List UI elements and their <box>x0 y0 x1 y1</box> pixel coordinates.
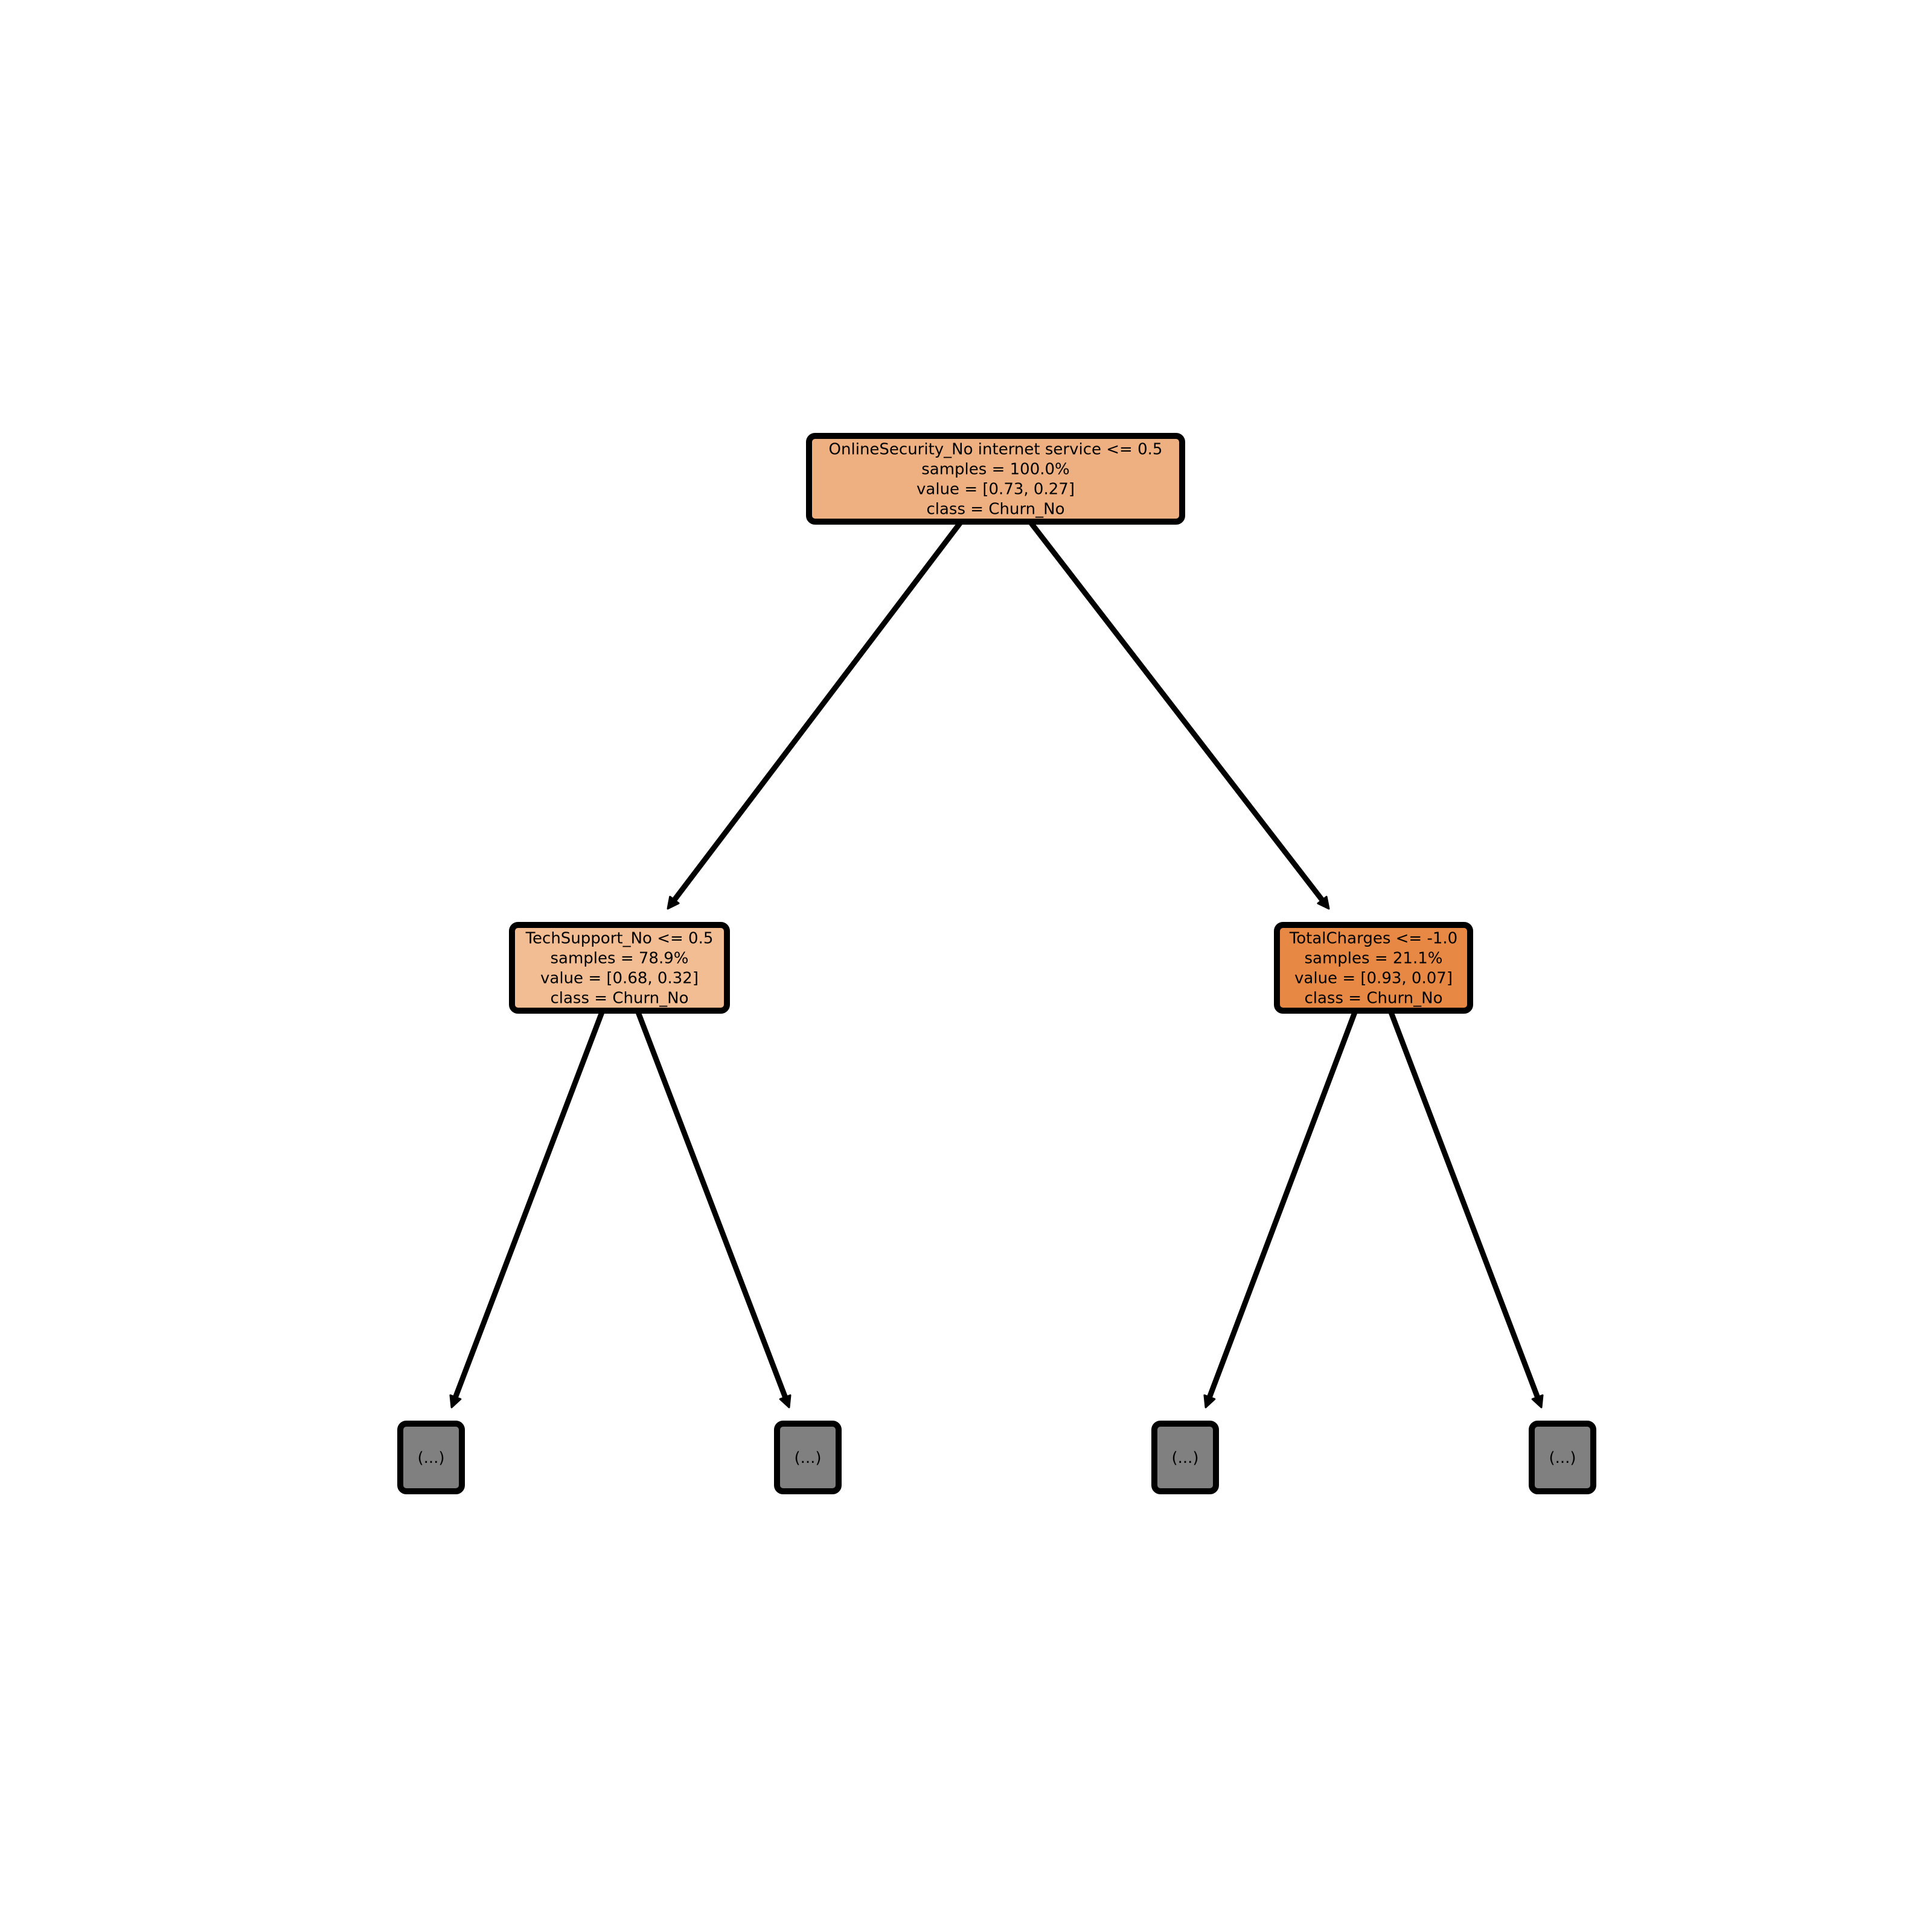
edge-right-to-rr <box>1387 1008 1542 1404</box>
tree-node-rl: (...) <box>1151 1421 1219 1494</box>
tree-node-root: OnlineSecurity_No internet service <= 0.… <box>806 433 1185 525</box>
edge-right-to-rl <box>1205 1008 1358 1404</box>
node-box <box>1274 922 1473 1014</box>
node-box <box>509 922 730 1014</box>
node-box <box>1529 1421 1596 1494</box>
node-label-line: class = Churn_No <box>926 501 1064 519</box>
node-label-line: OnlineSecurity_No internet service <= 0.… <box>829 441 1163 459</box>
arrowhead-lr <box>779 1394 792 1409</box>
tree-node-lr: (...) <box>774 1421 842 1494</box>
node-label-line: value = [0.68, 0.32] <box>540 970 699 988</box>
node-label-line: (...) <box>794 1449 821 1467</box>
node-label-line: class = Churn_No <box>550 990 688 1008</box>
node-label-line: (...) <box>1549 1449 1576 1467</box>
node-box <box>806 433 1185 525</box>
edge-left-to-ll <box>451 1008 606 1404</box>
tree-node-left: TechSupport_No <= 0.5 samples = 78.9% valu… <box>509 922 730 1014</box>
tree-node-right: TotalCharges <= -1.0 samples = 21.1% value… <box>1274 922 1473 1014</box>
arrowhead-ll <box>449 1394 462 1409</box>
node-label-line: value = [0.93, 0.07] <box>1294 970 1453 988</box>
edge-root-to-left <box>669 519 964 906</box>
node-label-line: samples = 100.0% <box>921 461 1070 479</box>
arrowhead-right <box>1317 895 1330 910</box>
node-box <box>774 1421 842 1494</box>
node-label-line: samples = 78.9% <box>551 950 689 968</box>
nodes-layer: OnlineSecurity_No internet service <= 0.… <box>397 433 1596 1494</box>
node-label-line: (...) <box>417 1449 444 1467</box>
node-label-line: class = Churn_No <box>1304 990 1442 1008</box>
edge-root-to-right <box>1027 519 1328 906</box>
node-label-line: samples = 21.1% <box>1305 950 1443 968</box>
tree-node-rr: (...) <box>1529 1421 1596 1494</box>
node-box <box>397 1421 465 1494</box>
edge-left-to-lr <box>635 1008 790 1404</box>
node-label-line: TotalCharges <= -1.0 <box>1289 930 1457 948</box>
arrowhead-rr <box>1531 1394 1544 1409</box>
edges-layer <box>449 519 1544 1409</box>
node-label-line: TechSupport_No <= 0.5 <box>525 930 714 948</box>
node-label-line: (...) <box>1171 1449 1198 1467</box>
node-label-line: value = [0.73, 0.27] <box>916 481 1075 499</box>
tree-node-ll: (...) <box>397 1421 465 1494</box>
arrowhead-left <box>667 895 680 910</box>
arrowhead-rl <box>1203 1394 1216 1409</box>
node-box <box>1151 1421 1219 1494</box>
